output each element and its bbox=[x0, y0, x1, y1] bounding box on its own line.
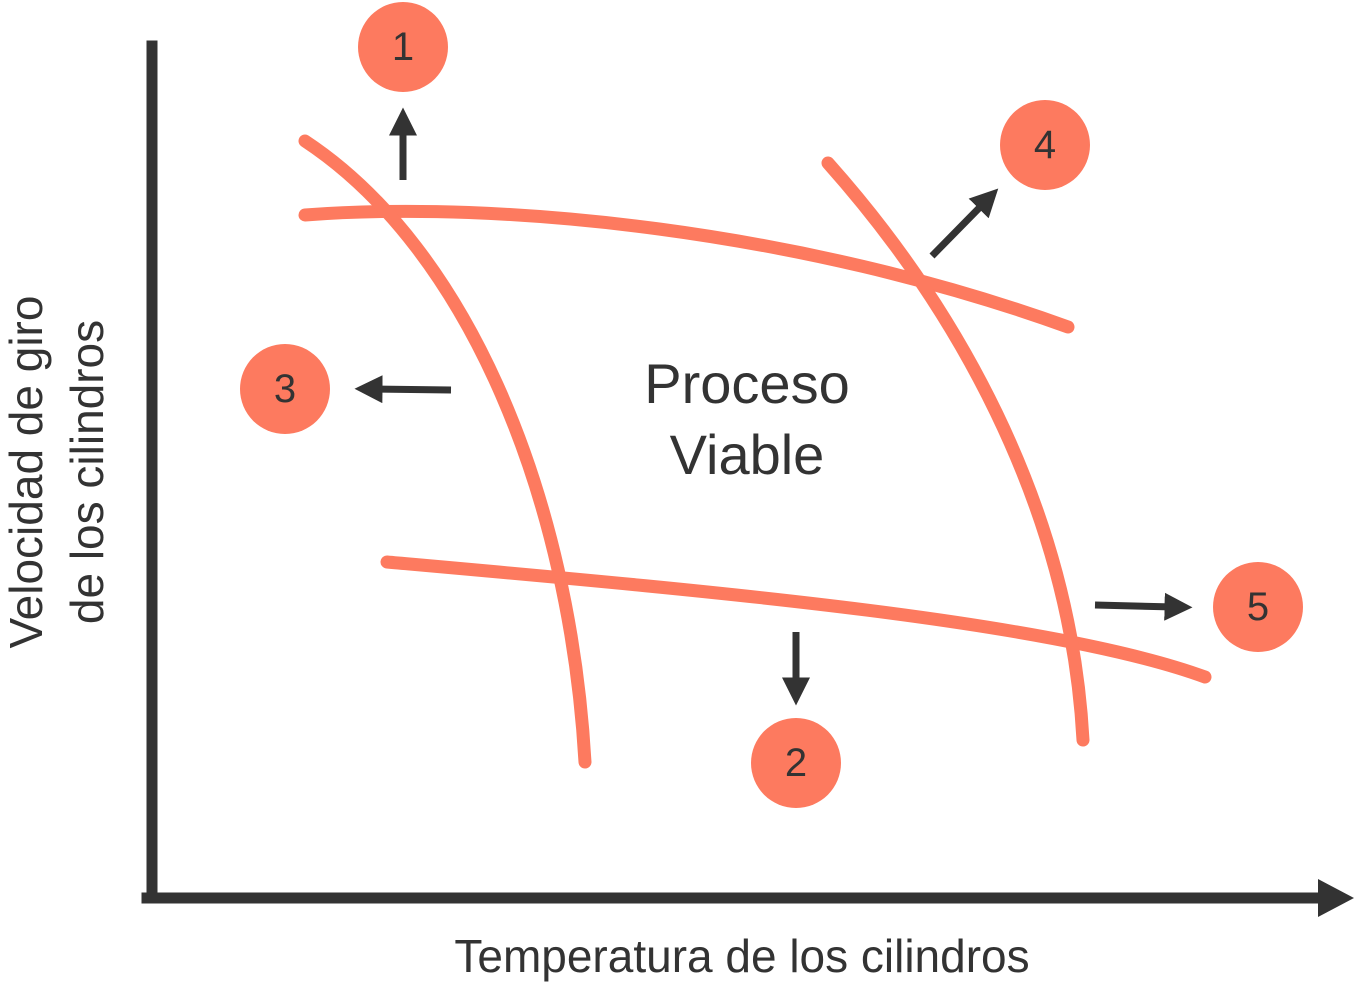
limit-badge-3-label: 3 bbox=[274, 367, 296, 411]
y-axis-label-line1: Velocidad de giro bbox=[0, 296, 52, 649]
limit-badge-3: 3 bbox=[240, 344, 330, 434]
arrow-up-right-4 bbox=[929, 188, 999, 259]
limit-badge-4: 4 bbox=[1000, 100, 1090, 190]
limit-badge-2-label: 2 bbox=[785, 741, 807, 785]
arrow-right-5 bbox=[1094, 592, 1193, 621]
limit-badge-5-label: 5 bbox=[1247, 585, 1269, 629]
limit-badge-4-label: 4 bbox=[1034, 123, 1056, 167]
right-limit-curve bbox=[821, 156, 1090, 747]
limit-badge-5: 5 bbox=[1213, 562, 1303, 652]
lower-limit-curve bbox=[380, 555, 1212, 684]
limit-badge-1-label: 1 bbox=[392, 25, 414, 69]
x-axis-label: Temperatura de los cilindros bbox=[454, 930, 1029, 982]
region-label-line2: Viable bbox=[670, 423, 825, 486]
y-axis-label-line2: de los cilindros bbox=[61, 320, 113, 624]
left-limit-curve bbox=[298, 134, 592, 769]
x-axis-arrowhead bbox=[1318, 879, 1354, 917]
upper-limit-curve bbox=[298, 204, 1075, 334]
arrow-left-3 bbox=[354, 375, 452, 404]
region-label-line1: Proceso bbox=[644, 352, 849, 415]
limit-badge-1: 1 bbox=[358, 2, 448, 92]
limit-badge-2: 2 bbox=[751, 718, 841, 808]
